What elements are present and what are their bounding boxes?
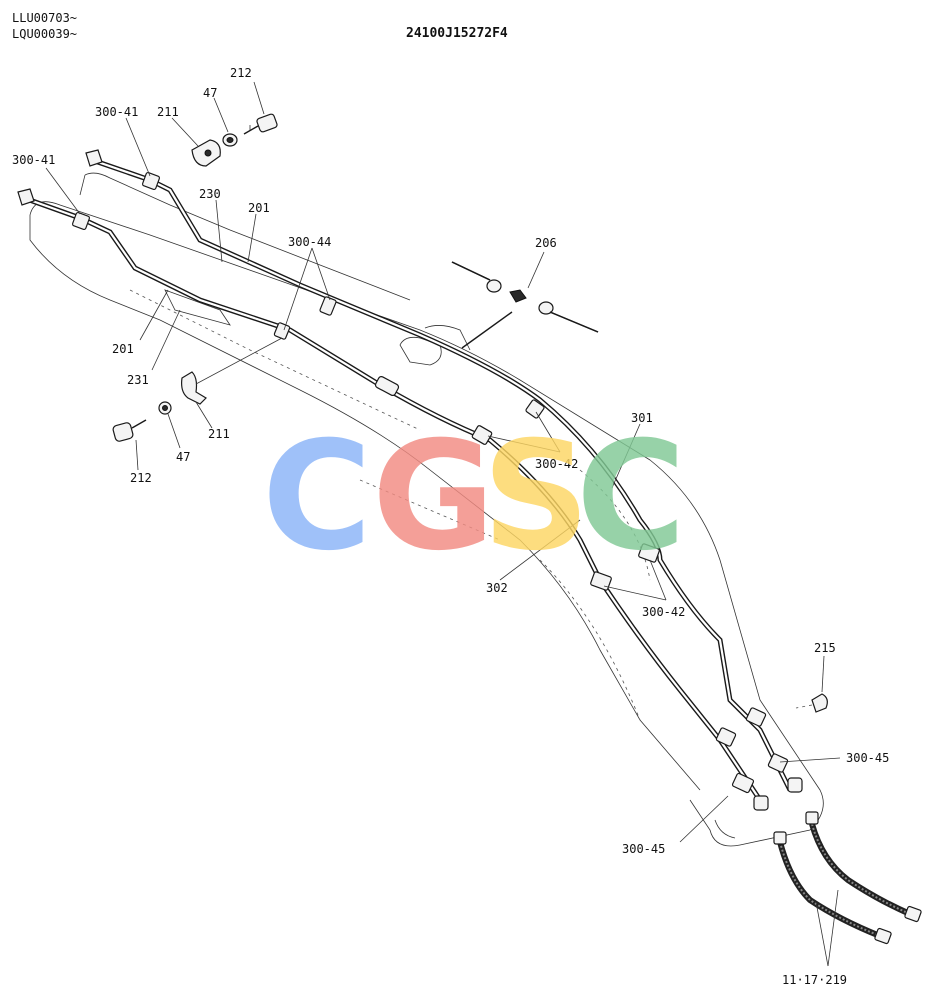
- clamp-300-45-a: [745, 707, 767, 727]
- label-215: 215: [814, 641, 836, 655]
- bolt-212-top: [243, 113, 278, 135]
- watermark-letter-2: G: [372, 410, 495, 584]
- label-201-mid: 201: [112, 342, 134, 356]
- part-labels: 212 47 211 300-41 300-41 230 201 300-44 …: [12, 66, 889, 987]
- label-302: 302: [486, 581, 508, 595]
- pipe-end-fitting-302: [17, 188, 35, 206]
- clamp-300-45-c: [767, 753, 789, 773]
- clamp-mid-coupler: [374, 375, 400, 397]
- label-47-bottom: 47: [176, 450, 190, 464]
- clamp-300-42-b: [471, 425, 493, 445]
- clamp-300-44-a: [319, 296, 337, 316]
- bolt-212-bottom: [112, 419, 147, 442]
- clamp-300-42-c: [638, 543, 660, 563]
- clamp-300-42-d: [590, 571, 612, 591]
- label-211-top: 211: [157, 105, 179, 119]
- watermark: C G S C: [262, 410, 686, 584]
- watermark-letter-1: C: [262, 410, 372, 584]
- label-300-44: 300-44: [288, 235, 331, 249]
- watermark-letter-3: S: [482, 410, 590, 584]
- label-47-top: 47: [203, 86, 217, 100]
- clamp-211-bottom: [181, 371, 207, 405]
- label-300-41-left: 300-41: [12, 153, 55, 167]
- pipe-end-301-bottom: [787, 777, 803, 793]
- pipe-end-fitting-301: [85, 149, 103, 167]
- clamp-300-42-a: [525, 399, 545, 419]
- clamp-300-44-b: [273, 322, 291, 340]
- leader-lines: [45, 81, 841, 967]
- label-301: 301: [631, 411, 653, 425]
- union-206: [451, 261, 599, 349]
- washer-47-bottom: [158, 401, 172, 415]
- label-231: 231: [127, 373, 149, 387]
- clamp-211-top: [191, 139, 221, 167]
- clamp-300-45-b: [715, 727, 737, 747]
- pipe-301: [91, 157, 793, 792]
- label-211-bottom: 211: [208, 427, 230, 441]
- hose-assembly-a: [773, 831, 892, 945]
- clamp-300-41-left: [71, 211, 91, 231]
- washer-47-top: [222, 133, 238, 147]
- diagram-code: 24100J15272F4: [406, 26, 508, 41]
- plug-215: [795, 693, 828, 713]
- label-300-45-bottom: 300-45: [622, 842, 665, 856]
- watermark-letter-4: C: [576, 410, 686, 584]
- label-201-top: 201: [248, 201, 270, 215]
- label-300-42-bottom: 300-42: [642, 605, 685, 619]
- label-300-45-right: 300-45: [846, 751, 889, 765]
- label-230: 230: [199, 187, 221, 201]
- clamp-300-41-top: [141, 171, 161, 191]
- label-300-41-top: 300-41: [95, 105, 138, 119]
- clamp-300-45-d: [731, 772, 755, 794]
- label-212-top: 212: [230, 66, 252, 80]
- label-206: 206: [535, 236, 557, 250]
- label-212-bottom: 212: [130, 471, 152, 485]
- boom-outline: [29, 172, 824, 847]
- serial-range-1: LLU00703~: [12, 11, 77, 25]
- hose-assembly-b: [805, 811, 922, 923]
- label-300-42-top: 300-42: [535, 457, 578, 471]
- label-11-17-219: 11·17·219: [782, 973, 847, 987]
- pipe-end-302-bottom: [753, 795, 769, 811]
- serial-range-2: LQU00039~: [12, 27, 77, 41]
